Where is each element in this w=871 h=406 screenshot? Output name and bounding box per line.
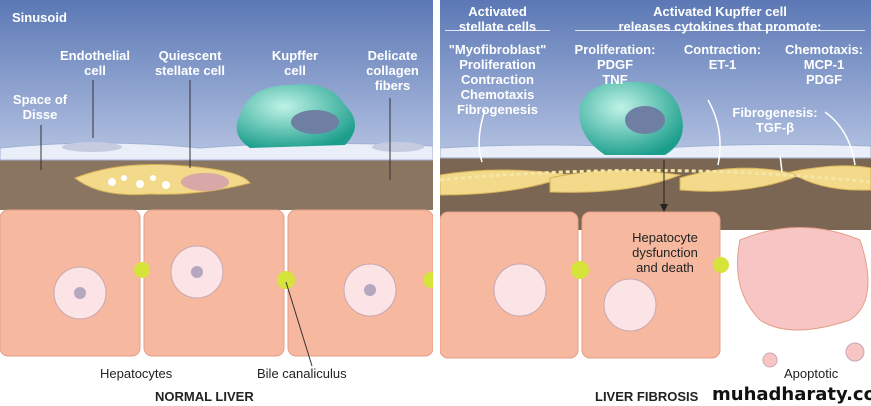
sinusoid-lumen	[0, 0, 433, 160]
fibrogenesis-label: Fibrogenesis:TGF-β	[732, 105, 818, 135]
bile-canaliculus-label: Bile canaliculus	[257, 366, 347, 381]
normal-liver-title: NORMAL LIVER	[155, 389, 254, 404]
stellate-nucleus	[181, 173, 229, 191]
panel-divider	[433, 0, 440, 406]
apoptotic-label: Apoptotic	[784, 366, 839, 381]
bile-canaliculi	[134, 262, 433, 289]
hepatocytes-label: Hepatocytes	[100, 366, 173, 381]
contraction-label: Contraction:ET-1	[683, 42, 762, 72]
kupffer-nucleus	[291, 110, 339, 134]
sinusoid-label: Sinusoid	[12, 10, 67, 25]
endothelial-nucleus	[62, 142, 122, 152]
normal-liver-illustration	[0, 0, 433, 367]
watermark: muhadharaty.com	[712, 384, 871, 405]
apoptotic-hepatocyte	[737, 227, 869, 331]
header-divider-right	[575, 30, 865, 31]
liver-fibrosis-illustration	[440, 0, 871, 368]
header-divider-left	[445, 30, 550, 31]
liver-fibrosis-title: LIVER FIBROSIS	[595, 389, 699, 404]
